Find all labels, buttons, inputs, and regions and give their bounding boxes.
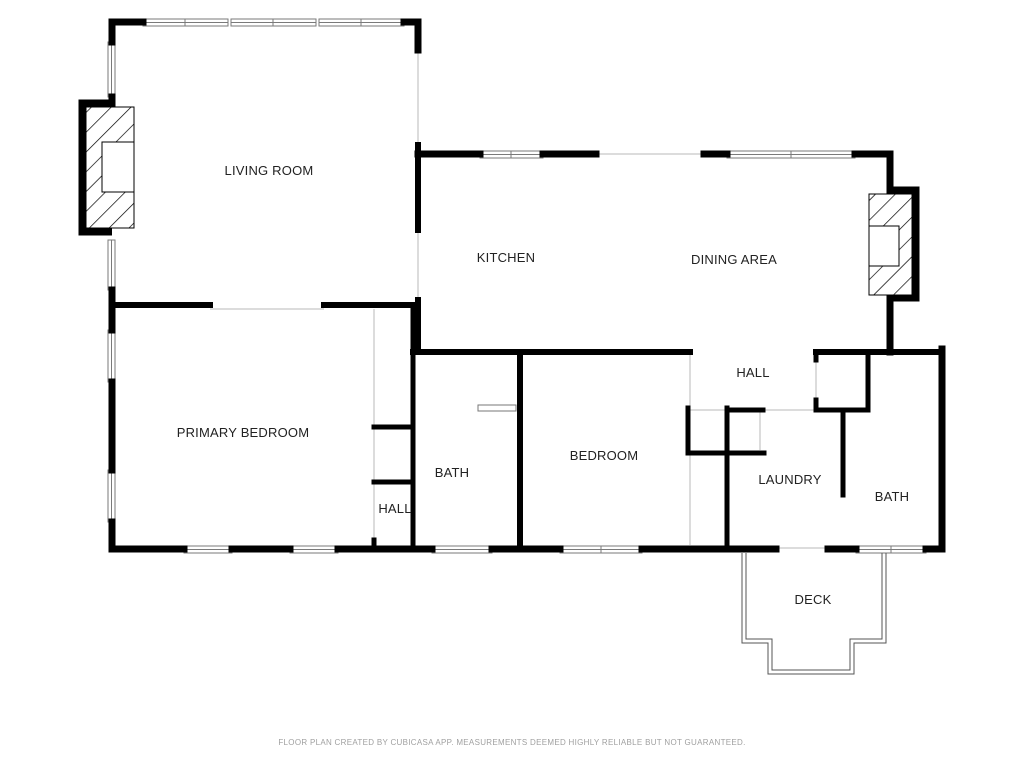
window-icon bbox=[142, 18, 229, 27]
window-icon bbox=[289, 545, 339, 554]
footer-disclaimer: FLOOR PLAN CREATED BY CUBICASA APP. MEAS… bbox=[278, 738, 745, 747]
window-icon bbox=[107, 329, 116, 383]
deck-outline bbox=[741, 553, 887, 675]
window-icon bbox=[431, 545, 493, 554]
room-label-hall: HALL bbox=[736, 365, 769, 380]
room-label-bath: BATH bbox=[435, 465, 470, 480]
room-labels: LIVING ROOM KITCHEN DINING AREA PRIMARY … bbox=[177, 163, 910, 607]
fireplace-icon bbox=[78, 99, 135, 236]
room-label-primary-bedroom: PRIMARY BEDROOM bbox=[177, 425, 310, 440]
window-icon bbox=[559, 545, 643, 554]
window-icon bbox=[726, 150, 856, 159]
walls bbox=[108, 18, 946, 553]
room-label-dining-area: DINING AREA bbox=[691, 252, 777, 267]
room-label-living-room: LIVING ROOM bbox=[225, 163, 314, 178]
window-icon bbox=[183, 545, 233, 554]
window-icon bbox=[479, 150, 544, 159]
window-icon bbox=[107, 41, 116, 98]
sink-counter-icon bbox=[477, 404, 517, 412]
window-icon bbox=[107, 469, 116, 523]
room-label-bedroom: BEDROOM bbox=[570, 448, 639, 463]
room-label-bath: BATH bbox=[875, 489, 910, 504]
window-icon bbox=[230, 18, 317, 27]
room-label-hall: HALL bbox=[378, 501, 411, 516]
openings bbox=[210, 50, 828, 549]
room-label-laundry: LAUNDRY bbox=[758, 472, 821, 487]
room-label-deck: DECK bbox=[795, 592, 832, 607]
window-icon bbox=[107, 239, 116, 291]
fireplace-icon bbox=[868, 186, 920, 302]
window-icon bbox=[318, 18, 405, 27]
window-icon bbox=[855, 545, 927, 554]
room-label-kitchen: KITCHEN bbox=[477, 250, 535, 265]
